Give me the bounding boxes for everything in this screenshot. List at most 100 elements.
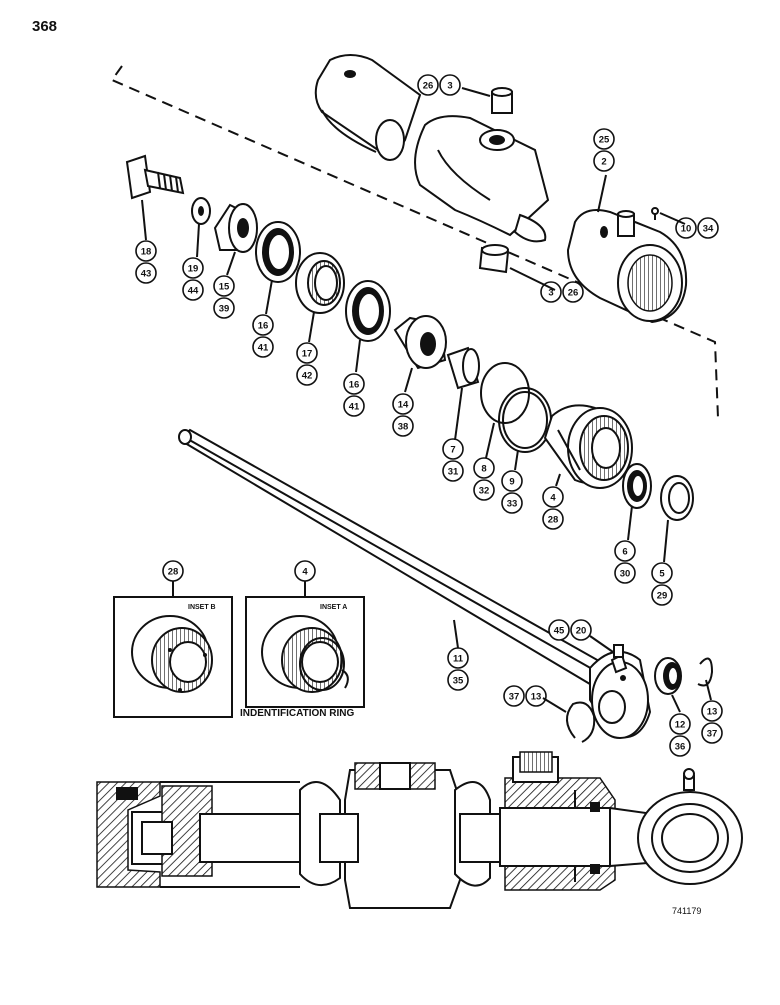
- inset-callout-4: 4: [294, 560, 316, 582]
- callout-number: 12: [675, 720, 686, 731]
- grease-fitting-part: [610, 644, 628, 674]
- callout-9-33: 933: [501, 470, 523, 514]
- callout-number: 38: [398, 422, 409, 433]
- piston-rod-part: [178, 428, 652, 739]
- callout-number: 17: [302, 349, 313, 360]
- callout-bubble: [343, 395, 365, 417]
- callout-number: 13: [531, 692, 542, 703]
- cross-tube-part: [414, 115, 550, 243]
- inset-b-box: INSET B: [113, 596, 233, 718]
- callout-number: 44: [188, 286, 199, 297]
- callout-bubble: [669, 735, 691, 757]
- callout-6-30: 6 30: [614, 540, 636, 584]
- inset-b-label: INSET B: [188, 604, 216, 611]
- callout-number: 11: [453, 654, 464, 665]
- leader-lines: [141, 87, 712, 713]
- callout-number: 7: [450, 445, 455, 456]
- callout-bubble: [473, 479, 495, 501]
- nut-part: [213, 203, 258, 253]
- callout-number: 10: [681, 224, 692, 235]
- inset-callout-28: 28: [162, 560, 184, 582]
- cylinder-head-part: [543, 404, 633, 489]
- callout-number: 14: [398, 400, 409, 411]
- callout-bubble: [135, 262, 157, 284]
- callout-bubble: [593, 128, 615, 150]
- callout-bubble: [614, 562, 636, 584]
- callout-number: 25: [599, 135, 610, 146]
- callout-bubble: [473, 457, 495, 479]
- bolt-part: [125, 154, 185, 200]
- bushing-top-part: [491, 87, 513, 114]
- callout-bubble: [135, 240, 157, 262]
- callout-number: 37: [509, 692, 520, 703]
- callout-number: 41: [258, 343, 269, 354]
- callout-bubble: [296, 364, 318, 386]
- snap-ring-right-part: [697, 657, 714, 687]
- callout-bubble: [701, 722, 723, 744]
- callout-bubble: [343, 373, 365, 395]
- callout-number: 43: [141, 269, 152, 280]
- callout-number: 37: [707, 729, 718, 740]
- callout-number: 30: [620, 569, 631, 580]
- callout-number: 42: [302, 371, 313, 382]
- callout-number: 16: [258, 321, 269, 332]
- callout-bubble: [614, 540, 636, 562]
- callout-bubble: [548, 619, 570, 641]
- callout-bubble: [294, 560, 316, 582]
- callout-number: 28: [548, 515, 559, 526]
- callout-bubble: [252, 314, 274, 336]
- rod-bushing-part: [446, 346, 480, 390]
- assembled-section-view: [96, 751, 743, 909]
- callout-number: 3: [548, 288, 553, 299]
- callout-bubble: [392, 415, 414, 437]
- callout-bubble: [417, 74, 439, 96]
- callout-number: 45: [554, 626, 565, 637]
- callout-bubble: [162, 560, 184, 582]
- callout-number: 16: [349, 380, 360, 391]
- callout-bubble: [540, 281, 562, 303]
- callout-number: 8: [481, 464, 486, 475]
- callout-bubble: [392, 393, 414, 415]
- callout-number: 4: [550, 493, 556, 504]
- callout-number: 19: [188, 264, 199, 275]
- callout-bubble: [442, 438, 464, 460]
- callout-14-38: 14 38: [392, 393, 414, 437]
- callout-bubble: [542, 508, 564, 530]
- callout-bubble: [701, 700, 723, 722]
- callout-bubble: [593, 150, 615, 172]
- callout-bubble: [651, 584, 673, 606]
- small-fitting-part: [651, 207, 659, 220]
- seal-a-part: [255, 221, 301, 283]
- callout-number: 3: [447, 81, 452, 92]
- wear-ring-part: [295, 252, 345, 314]
- callout-number: 39: [219, 304, 230, 315]
- callout-number: 6: [622, 547, 627, 558]
- figure-code: 741179: [672, 906, 702, 916]
- callout-number: 41: [349, 402, 360, 413]
- callout-number: 34: [703, 224, 714, 235]
- callout-number: 18: [141, 247, 152, 258]
- callout-7-31: 731: [442, 438, 464, 482]
- callout-37-13: 37 13: [503, 685, 547, 707]
- callout-number: 28: [168, 567, 179, 578]
- callout-bubble: [570, 619, 592, 641]
- callout-bubble: [442, 460, 464, 482]
- cylinder-barrel-part: [566, 209, 688, 324]
- callout-25-2: 252: [593, 128, 615, 172]
- callout-bubble: [213, 297, 235, 319]
- callout-4-28: 4 28: [542, 486, 564, 530]
- callout-number: 15: [219, 282, 230, 293]
- piston-part: [393, 315, 447, 370]
- callout-bubble: [182, 257, 204, 279]
- callout-number: 9: [509, 477, 514, 488]
- backup-ring-part: [498, 387, 552, 453]
